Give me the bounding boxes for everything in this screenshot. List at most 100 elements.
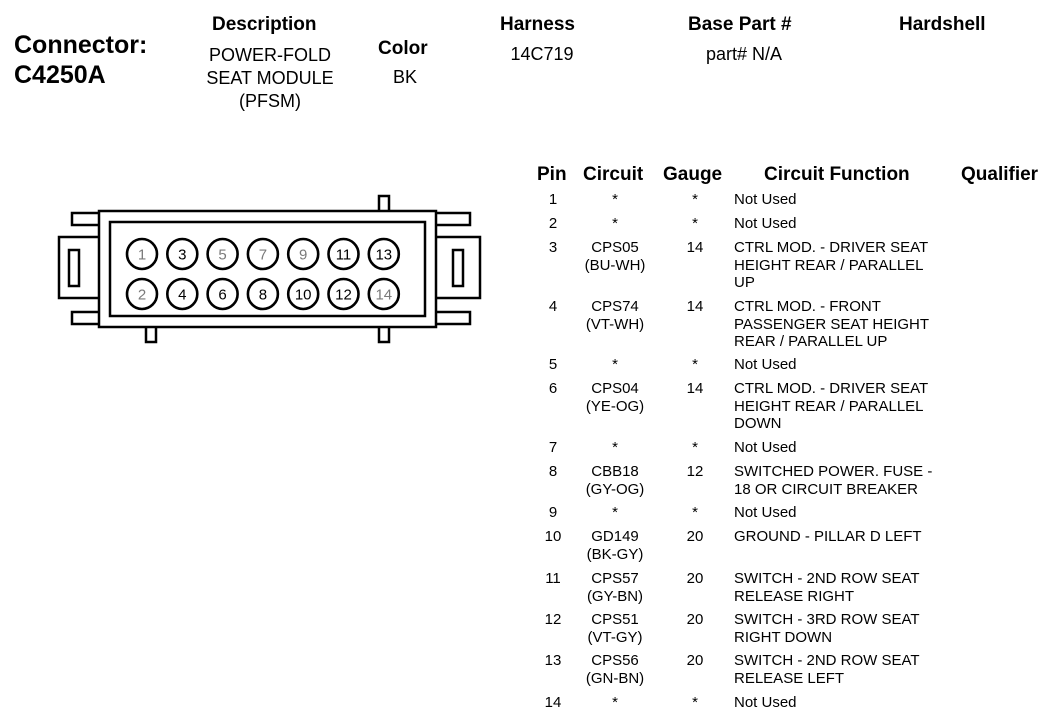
connector-cavity [108,220,427,318]
description-line-2: SEAT MODULE [206,68,334,88]
function-cell: SWITCHED POWER. FUSE - 18 OR CIRCUIT BRE… [734,463,933,498]
pin-cell: 8 [548,463,558,480]
pin-cavity-3 [166,237,199,271]
pin-number-label: 9 [299,247,307,264]
pin-cavity-8 [246,277,280,311]
color-value: BK [392,67,417,87]
pin-cell: 10 [544,528,562,545]
function-cell: GROUND - PILLAR D LEFT [734,528,922,545]
pin-number-label: 5 [218,247,226,264]
pin-number-label: 3 [178,247,186,264]
pin-cell: 14 [544,694,562,711]
gauge-cell: 20 [686,528,704,545]
gauge-cell: 14 [686,298,704,315]
circuit-cell: * [612,191,618,208]
gauge-cell: 14 [686,380,704,397]
circuit-cell: CPS56(GN-BN) [585,652,645,687]
pin-cavity-1 [125,237,159,271]
base-part-value: part# N/A [705,44,783,64]
function-cell: Not Used [734,191,797,208]
pin-cell: 1 [548,191,558,208]
pin-cavity-9 [286,237,320,271]
circuit-cell: * [612,439,618,456]
col-header-qualifier: Qualifier [961,164,1039,185]
pin-number-label: 1 [138,247,146,264]
col-header-gauge: Gauge [663,164,723,185]
function-cell: CTRL MOD. - FRONT PASSENGER SEAT HEIGHT … [734,298,930,350]
pin-number-label: 13 [375,247,392,264]
pin-cell: 11 [545,570,561,587]
gauge-cell: 20 [686,570,704,587]
harness-label: Harness [500,14,575,35]
connector-id: C4250A [14,61,106,89]
pin-number-label: 14 [375,287,392,304]
pin-number-label: 11 [336,247,352,264]
gauge-cell: 12 [686,463,704,480]
function-cell: Not Used [734,694,797,711]
color-label: Color [378,38,428,59]
connector-title: Connector: C4250A [14,30,147,90]
function-cell: CTRL MOD. - DRIVER SEAT HEIGHT REAR / PA… [734,380,929,432]
pin-cell: 12 [544,611,562,628]
pin-cell: 4 [548,298,558,315]
circuit-cell: CPS74(VT-WH) [585,298,645,333]
function-cell: CTRL MOD. - DRIVER SEAT HEIGHT REAR / PA… [734,239,929,291]
pin-number-label: 7 [259,247,267,264]
rib-bottom-left [70,310,104,326]
function-cell: SWITCH - 2ND ROW SEAT RELEASE RIGHT [734,570,920,605]
gauge-cell: 20 [686,611,704,628]
gauge-cell: * [692,439,698,456]
circuit-cell: CBB18(GY-OG) [585,463,645,498]
gauge-cell: * [692,694,698,711]
rib-top-right [433,211,472,227]
description-line-1: POWER-FOLD [208,45,331,65]
pin-cavity-6 [206,277,239,311]
function-cell: Not Used [734,215,797,232]
description-line-3: (PFSM) [239,91,301,111]
pin-cavity-11 [327,237,360,271]
pin-cavity-7 [246,237,280,271]
function-cell: SWITCH - 2ND ROW SEAT RELEASE LEFT [734,652,920,687]
pin-cavity-4 [166,277,199,311]
gauge-cell: 14 [686,239,704,256]
right-latch-slot [451,248,465,288]
rib-top-left [70,211,104,227]
pin-number-label: 4 [178,287,186,304]
connector-label: Connector: [14,31,148,59]
pin-cavity-13 [367,237,401,271]
pin-number-label: 10 [295,287,312,304]
gauge-cell: 20 [686,652,704,669]
pin-cell: 9 [548,504,558,521]
rib-bottom-right [433,310,472,326]
pin-number-label: 8 [259,287,267,304]
circuit-cell: CPS04(YE-OG) [585,380,645,415]
base-part-label: Base Part # [688,14,792,35]
circuit-cell: GD149(BK-GY) [586,528,644,563]
col-header-function: Circuit Function [764,164,910,185]
left-latch [57,235,106,300]
col-header-circuit: Circuit [583,164,644,185]
pin-number-label: 12 [335,287,352,304]
circuit-cell: * [612,215,618,232]
gauge-cell: * [692,191,698,208]
pin-cavity-12 [327,277,360,311]
pin-cavity-14 [367,277,401,311]
gauge-cell: * [692,215,698,232]
gauge-cell: * [692,356,698,373]
pin-cell: 6 [548,380,558,397]
pin-cavity-2 [125,277,159,311]
key-top [377,194,391,214]
circuit-cell: CPS57(GY-BN) [586,570,644,605]
pin-cell: 2 [548,215,558,232]
function-cell: SWITCH - 3RD ROW SEAT RIGHT DOWN [734,611,920,646]
gauge-cell: * [692,504,698,521]
description-label: Description [212,14,317,35]
pin-cavity-10 [286,277,320,311]
function-cell: Not Used [734,439,797,456]
pin-cell: 3 [548,239,558,256]
function-cell: Not Used [734,356,797,373]
pin-cavity-5 [206,237,239,271]
circuit-cell: * [612,504,618,521]
col-header-pin: Pin [537,164,567,185]
